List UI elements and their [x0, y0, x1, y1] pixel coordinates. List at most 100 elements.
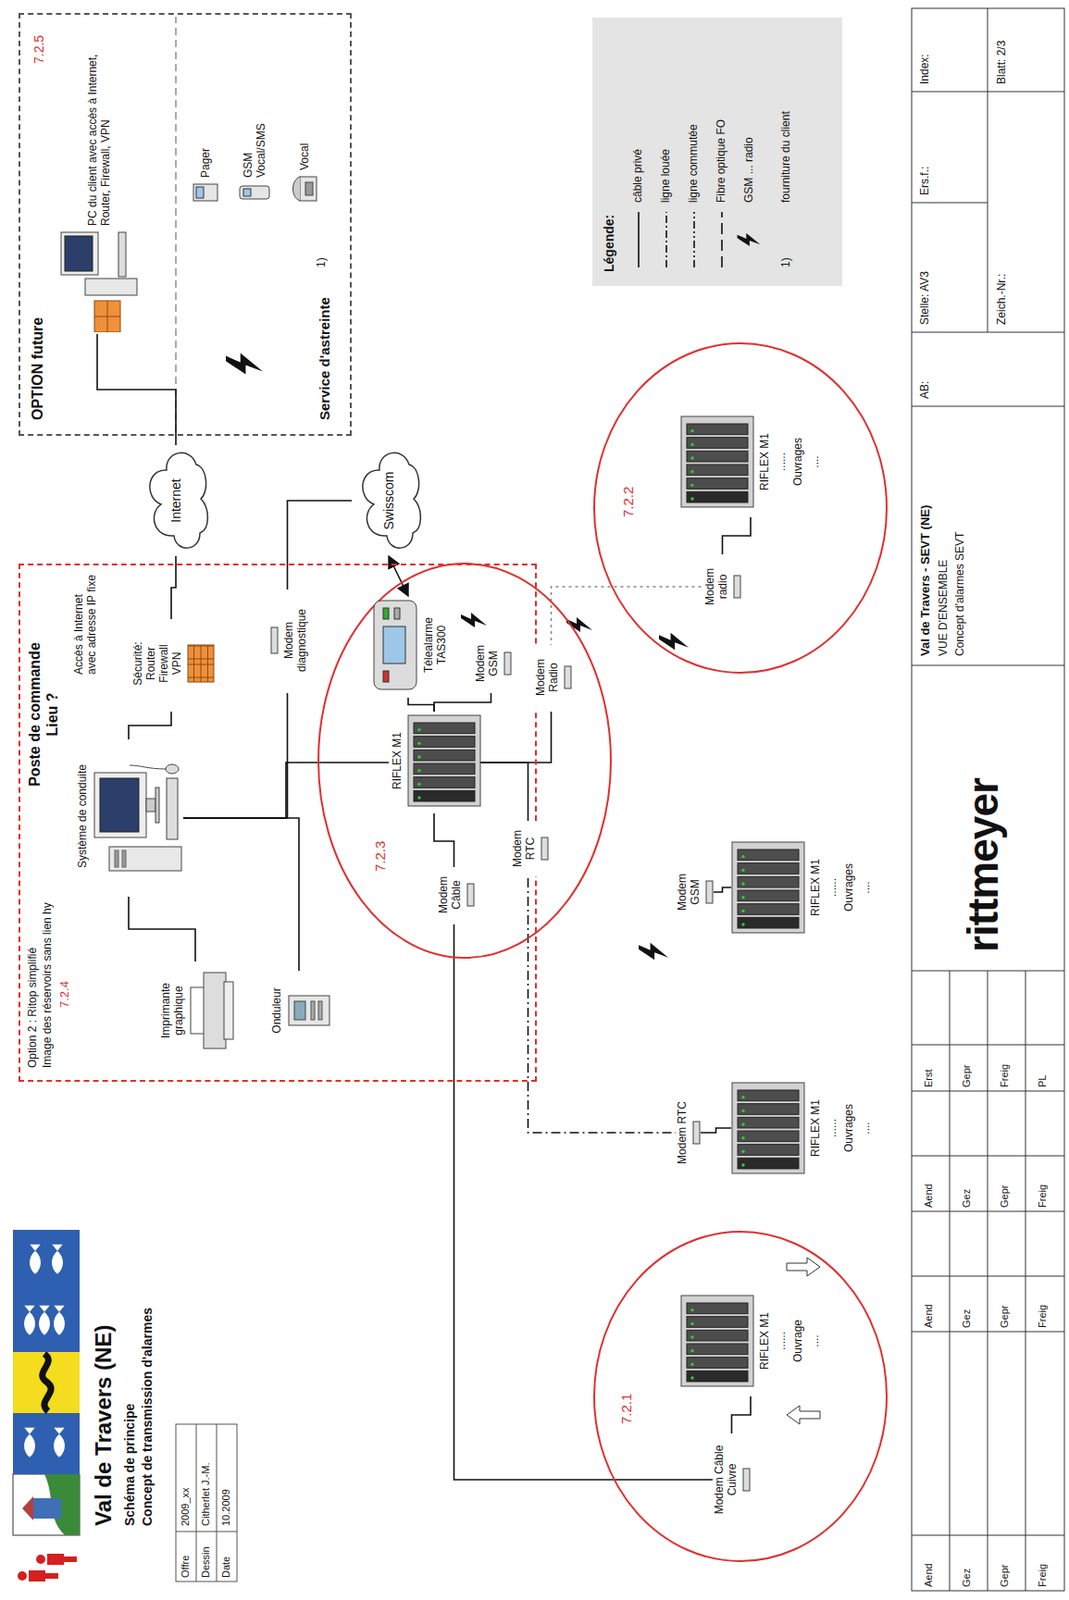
table-cell: Dessin: [199, 1546, 212, 1579]
connector: [97, 334, 176, 446]
mobile-phone: GSM Vocal/SMS: [237, 63, 272, 203]
modem: Modem radio: [703, 554, 742, 620]
table-cell: Gepr: [998, 1565, 1010, 1588]
modem: Modem GSM: [473, 635, 512, 692]
device-label: Pager: [198, 147, 212, 179]
device-label: ....: [807, 1333, 821, 1348]
scope-ellipse: 7.2.1Modem Câble CuivreRIFLEX M1......Ou…: [592, 1230, 889, 1564]
connector: [434, 813, 455, 870]
modem: Modem Radio: [534, 645, 572, 710]
device-label: Onduleur: [270, 986, 284, 1034]
subtitle: Schéma de principe: [122, 1404, 137, 1527]
cloud-label: Swisscom: [381, 472, 397, 531]
modem: Modem diagnostique: [270, 589, 309, 692]
device-label: Modem Câble: [436, 867, 463, 923]
scope-ellipse: 7.2.2Modem radio RIFLEX M1......Ouvrages.…: [592, 341, 889, 675]
table-cell: Freig: [1036, 1184, 1048, 1208]
device-label: Modem Radio: [534, 645, 560, 710]
connector: [183, 693, 288, 819]
subtitle: Concept de transmission d'alarmes: [139, 1307, 155, 1527]
connector: [454, 924, 714, 1480]
table-cell: Offre: [179, 1555, 191, 1579]
device-label: ......: [825, 1118, 839, 1139]
device-label: Modem radio: [703, 554, 730, 620]
legend-text: fourniture du client: [779, 111, 793, 203]
alarm-unit: Télealarme TAS300: [372, 594, 448, 697]
note: Image des réservoirs sans lien hy: [40, 902, 54, 1069]
title-block-text: Concept d'alarmes SEVT: [953, 532, 967, 657]
plc-rack: RIFLEX M1......Ouvrages....: [680, 406, 821, 518]
legend-text: ligne commutée: [686, 124, 700, 203]
device-label: RIFLEX M1: [808, 1098, 822, 1158]
pager: Pager: [191, 63, 220, 203]
callout-number: 7.2.5: [31, 17, 47, 64]
section-title: Service d'astreinte: [316, 297, 333, 421]
table-cell: Gez: [960, 1309, 972, 1329]
device-label: Télealarme TAS300: [422, 610, 448, 680]
plc-rack: RIFLEX M1......Ouvrages....: [731, 832, 872, 944]
device-label: Sécurité: Router Firewall VPN: [131, 633, 184, 695]
modem: Modem GSM: [675, 859, 714, 925]
device-label: Modem diagnostique: [282, 589, 309, 692]
connector: [408, 697, 435, 712]
table-cell: Erst: [922, 1069, 934, 1088]
connector: [128, 711, 172, 740]
connector: [171, 556, 176, 620]
connector: [128, 896, 196, 962]
device-label: RIFLEX M1: [390, 731, 404, 791]
device-label: RIFLEX M1: [808, 857, 822, 918]
device-label: Modem RTC: [675, 1100, 689, 1166]
modem: Modem Câble Cuivre: [712, 1433, 751, 1527]
title-block-text: Stelle: AV3: [918, 271, 932, 325]
firewall: Sécurité: Router Firewall VPN: [131, 617, 215, 710]
device-label: Ouvrage: [791, 1318, 805, 1364]
plc-rack: RIFLEX M1......Ouvrages....: [731, 1072, 872, 1184]
device-label: GSM Vocal/SMS: [241, 111, 268, 179]
title-block-text: Blatt: 2/3: [994, 40, 1008, 85]
connector: [183, 818, 299, 971]
device-label: Imprimante graphique: [159, 959, 186, 1062]
device-label: ....: [807, 454, 821, 469]
modem: Modem Câble: [436, 867, 475, 923]
legend-text: Fibre optique FO: [714, 119, 728, 203]
table-cell: 2009_xx: [179, 1487, 191, 1527]
modem: Modem RTC: [675, 1100, 701, 1166]
table-cell: Aend: [922, 1563, 934, 1588]
connector: [434, 693, 492, 712]
connector: [528, 878, 677, 1133]
table-cell: Freig: [1036, 1305, 1048, 1329]
client-pc: PC du client avec accès à Internet, Rout…: [57, 26, 141, 333]
node-title: Poste de commande Lieu ?: [25, 635, 62, 794]
ups: Onduleur: [270, 969, 332, 1053]
node-title: 7.2.2: [620, 461, 636, 518]
legend-text: câble privé: [631, 149, 645, 203]
footnote-mark: 1): [314, 257, 328, 268]
title-block-text: Ers.f.:: [918, 166, 932, 196]
plc-rack: RIFLEX M1......Ouvrage....: [680, 1285, 821, 1397]
table-cell: PL: [1036, 1075, 1048, 1088]
connector: [287, 500, 353, 592]
table-cell: Citherlet J.-M.: [199, 1463, 212, 1527]
table-cell: Freig: [998, 1064, 1010, 1088]
connector: [732, 1396, 752, 1434]
table-cell: Gepr: [998, 1305, 1010, 1329]
network-cloud: Swisscom: [351, 445, 426, 557]
plc-rack: RIFLEX M1: [390, 709, 482, 812]
device-label: ....: [858, 880, 872, 895]
connector: [700, 1128, 732, 1133]
connector: [479, 762, 529, 823]
device-label: Modem Câble Cuivre: [712, 1433, 739, 1527]
node-title: 7.2.3: [372, 816, 388, 872]
table-cell: Aend: [922, 1304, 934, 1329]
device-label: Système de conduite: [75, 763, 89, 870]
table-cell: Date: [220, 1556, 232, 1579]
connector: [713, 887, 732, 893]
device-label: Modem RTC: [510, 820, 537, 877]
connector: [551, 586, 705, 647]
device-label: Vocal: [298, 142, 311, 172]
table-cell: 10.2009: [220, 1489, 232, 1527]
note: Option 2 : Ritop simplifié: [25, 947, 39, 1069]
